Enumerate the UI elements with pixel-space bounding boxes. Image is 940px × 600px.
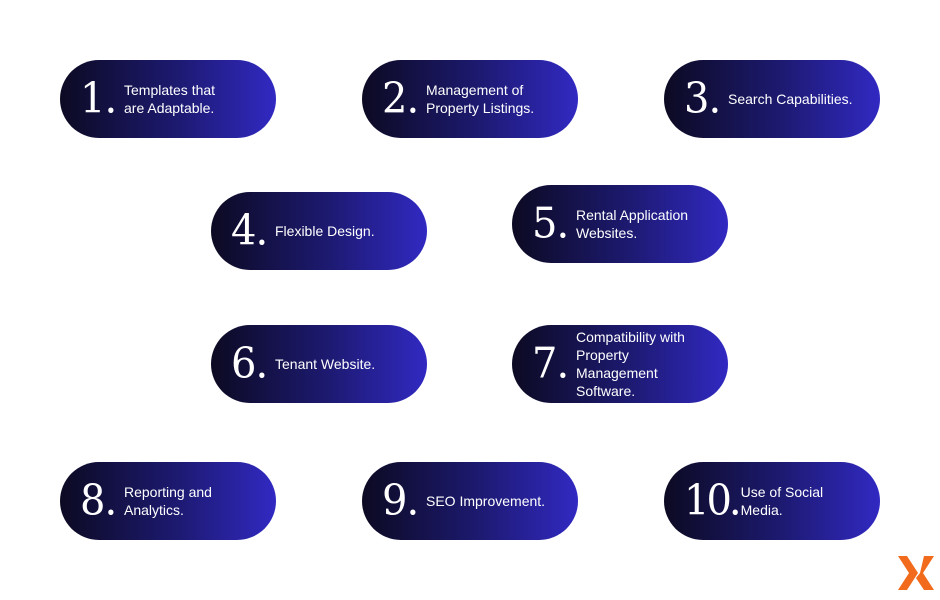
feature-label: Management of Property Listings. xyxy=(426,82,535,116)
feature-number: 2. xyxy=(382,74,419,124)
feature-pill-9: 9. SEO Improvement. xyxy=(362,462,578,540)
feature-number: 9. xyxy=(382,476,419,526)
feature-label: Templates that are Adaptable. xyxy=(124,82,216,116)
feature-number: 1. xyxy=(80,74,117,124)
feature-pill-6: 6. Tenant Website. xyxy=(211,325,427,403)
feature-label: Search Capabilities. xyxy=(728,91,853,107)
feature-pill-1: 1. Templates that are Adaptable. xyxy=(60,60,276,138)
feature-label: Compatibility with Property Management S… xyxy=(576,329,685,399)
feature-pill-8: 8. Reporting and Analytics. xyxy=(60,462,276,540)
feature-pill-10: 10. Use of Social Media. xyxy=(664,462,880,540)
feature-label: Rental Application Websites. xyxy=(576,207,689,241)
feature-number: 7. xyxy=(532,339,569,389)
feature-number: 4. xyxy=(231,206,268,256)
feature-label: Flexible Design. xyxy=(275,223,375,239)
feature-number: 6. xyxy=(231,339,268,389)
feature-label: SEO Improvement. xyxy=(426,493,546,509)
feature-pill-4: 4. Flexible Design. xyxy=(211,192,427,270)
x-brand-logo-icon xyxy=(898,556,934,590)
feature-number: 5. xyxy=(532,199,569,249)
feature-number: 10. xyxy=(684,476,742,526)
feature-label: Reporting and Analytics. xyxy=(124,484,212,518)
feature-number: 3. xyxy=(684,74,721,124)
feature-pill-3: 3. Search Capabilities. xyxy=(664,60,880,138)
feature-label: Use of Social Media. xyxy=(740,484,824,518)
feature-number: 8. xyxy=(80,476,117,526)
feature-label: Tenant Website. xyxy=(275,356,376,372)
feature-pill-7: 7. Compatibility with Property Managemen… xyxy=(512,325,728,403)
feature-pill-5: 5. Rental Application Websites. xyxy=(512,185,728,263)
feature-pill-2: 2. Management of Property Listings. xyxy=(362,60,578,138)
